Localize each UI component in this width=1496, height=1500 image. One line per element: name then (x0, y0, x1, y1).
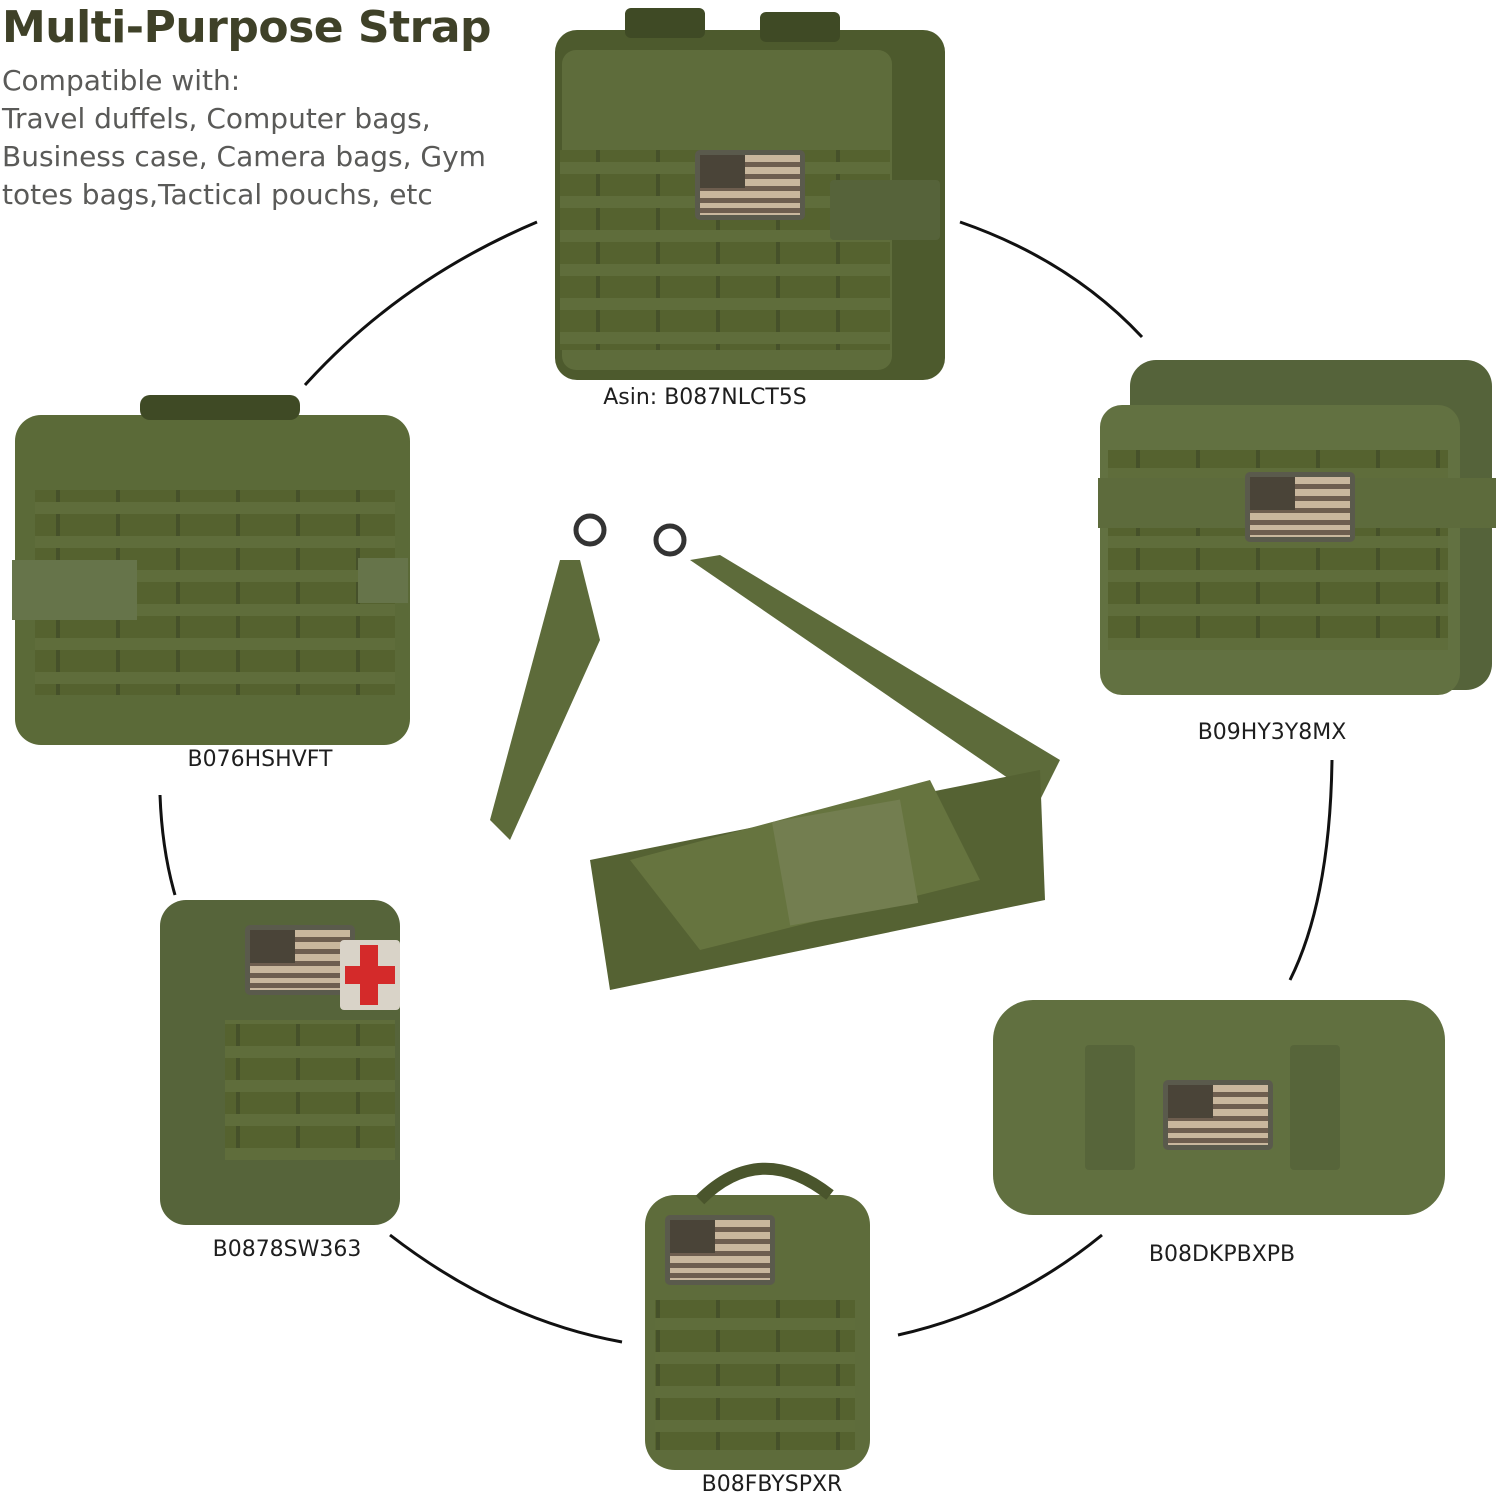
product-label: B076HSHVFT (187, 747, 333, 772)
bag-lower-left-image (160, 900, 400, 1225)
product-label: B08DKPBXPB (1148, 1242, 1296, 1267)
compatible-heading: Compatible with: (2, 64, 241, 97)
compatible-line: totes bags,Tactical pouchs, etc (2, 178, 433, 211)
product-label: B09HY3Y8MX (1197, 720, 1347, 745)
arc (897, 1233, 1103, 1337)
connector-arcs (158, 220, 1334, 1344)
strap-image (490, 513, 1060, 990)
product-label: B08FBYSPXR (701, 1472, 843, 1497)
compatible-line: Business case, Camera bags, Gym (2, 140, 486, 173)
bag-right-image (1098, 360, 1496, 695)
bag-bottom-image (645, 1162, 870, 1470)
page-title: Multi-Purpose Strap (2, 2, 492, 53)
bag-top-image (555, 8, 945, 380)
bag-left-image (12, 395, 410, 745)
compatible-line: Travel duffels, Computer bags, (2, 102, 431, 135)
bag-lower-right-image (993, 1000, 1445, 1215)
arc (389, 1233, 623, 1344)
product-label: B0878SW363 (212, 1237, 362, 1262)
compatibility-text: Compatible with: Travel duffels, Compute… (2, 62, 522, 214)
arc (1288, 759, 1334, 981)
arc (158, 794, 177, 896)
product-label-asin: Asin: B087NLCT5S (603, 385, 807, 410)
arc (959, 220, 1144, 339)
arc (303, 220, 538, 387)
